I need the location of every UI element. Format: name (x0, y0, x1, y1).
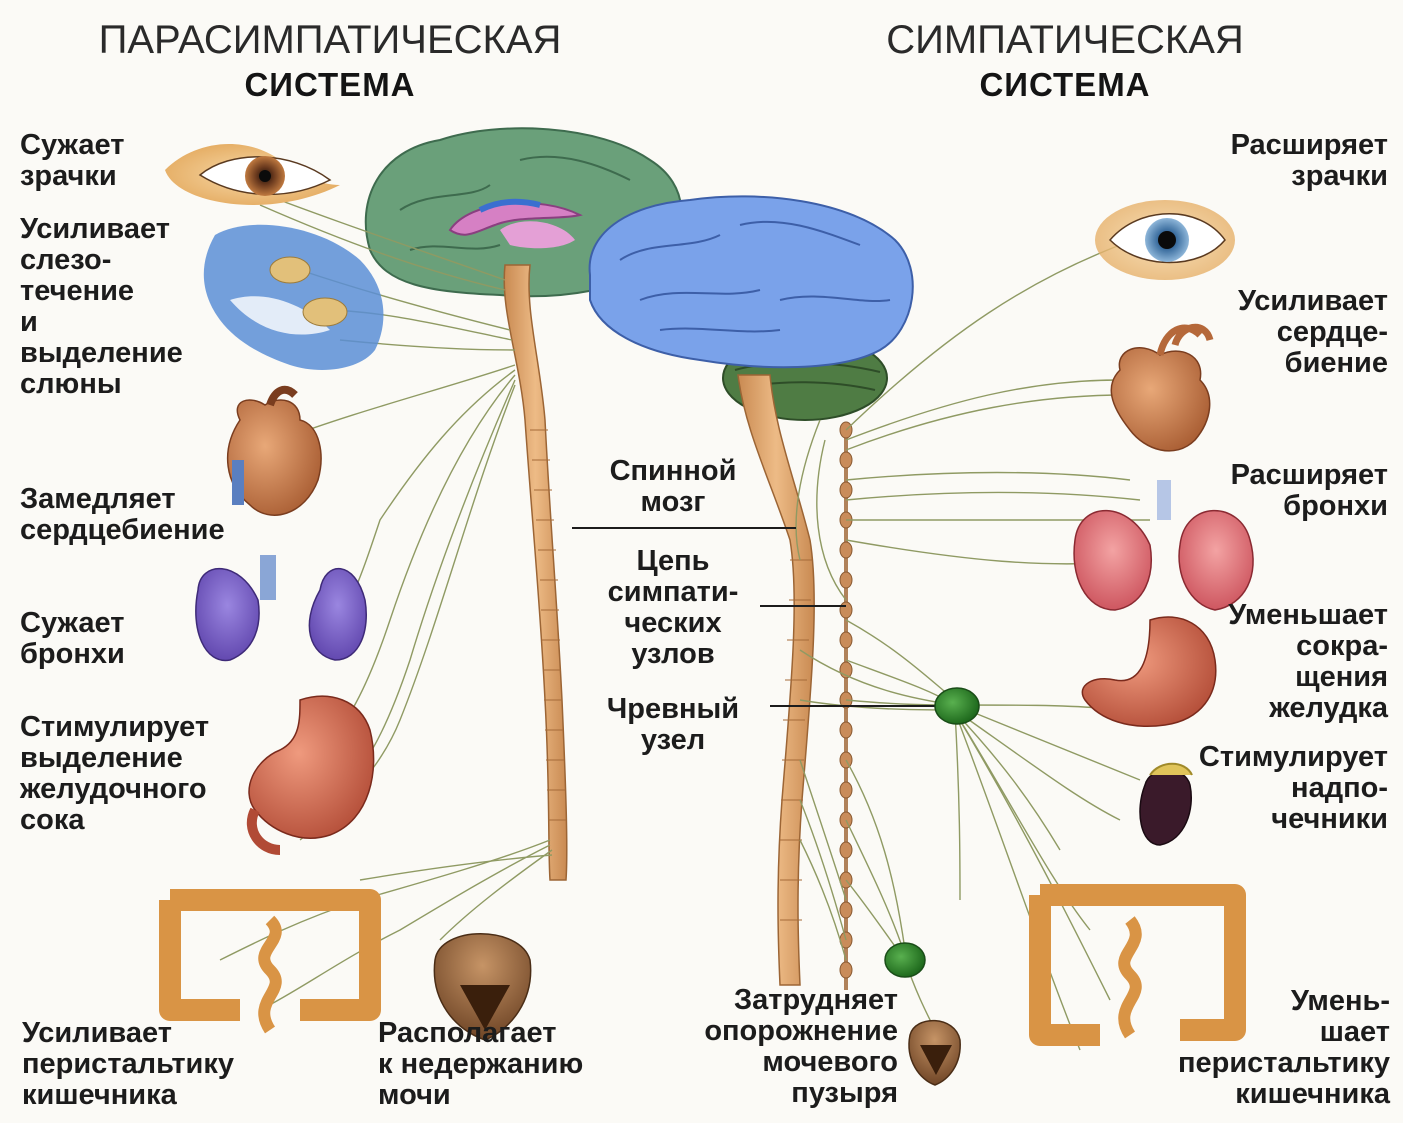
label-para-heart: Замедляет сердцебиение (20, 484, 225, 546)
label-para-pupils: Сужает зрачки (20, 130, 124, 192)
parasympathetic-stomach (249, 696, 374, 850)
sympathetic-subtitle: СИСТЕМА (925, 66, 1205, 104)
label-para-stomach: Стимулирует выделение желудочного сока (20, 712, 209, 836)
lower-ganglion (885, 943, 925, 977)
parasympathetic-spinal-cord (504, 265, 567, 880)
label-para-intestine: Усиливает перистальтику кишечника (22, 1018, 234, 1111)
label-symp-adrenals: Стимулирует надпо- чечники (1150, 742, 1388, 835)
sympathetic-eye (1095, 200, 1235, 280)
parasympathetic-title: ПАРАСИМПАТИЧЕСКАЯ (70, 18, 590, 63)
label-para-bronchi: Сужает бронхи (20, 608, 125, 670)
label-para-bladder: Располагает к недержанию мочи (378, 1018, 583, 1111)
salivary-glands (204, 225, 384, 370)
sympathetic-title: СИМПАТИЧЕСКАЯ (855, 18, 1275, 63)
label-symp-bladder: Затрудняет опорожнение мочевого пузыря (640, 985, 898, 1109)
label-symp-heart: Усиливает сердце- биение (1160, 286, 1388, 379)
label-sympathetic-chain: Цепь симпати- ческих узлов (578, 546, 768, 670)
sympathetic-brain (590, 196, 913, 367)
parasympathetic-eye (165, 144, 340, 205)
label-symp-stomach: Уменьшает сокра- щения желудка (1160, 600, 1388, 724)
label-symp-bronchi: Расширяет бронхи (1160, 460, 1388, 522)
label-celiac-ganglion: Чревный узел (578, 694, 768, 756)
parasympathetic-lungs (196, 555, 366, 660)
celiac-ganglion (935, 688, 979, 724)
label-spinal-cord: Спинной мозг (583, 456, 763, 518)
sympathetic-bladder (909, 1021, 960, 1085)
parasympathetic-heart (228, 390, 321, 515)
parasympathetic-subtitle: СИСТЕМА (190, 66, 470, 104)
label-para-salivation: Усиливает слезо- течение и выделение слю… (20, 214, 183, 400)
label-symp-pupils: Расширяет зрачки (1160, 130, 1388, 192)
parasympathetic-intestine (170, 900, 370, 1030)
label-symp-intestine: Умень- шает перистальтику кишечника (1125, 986, 1390, 1110)
